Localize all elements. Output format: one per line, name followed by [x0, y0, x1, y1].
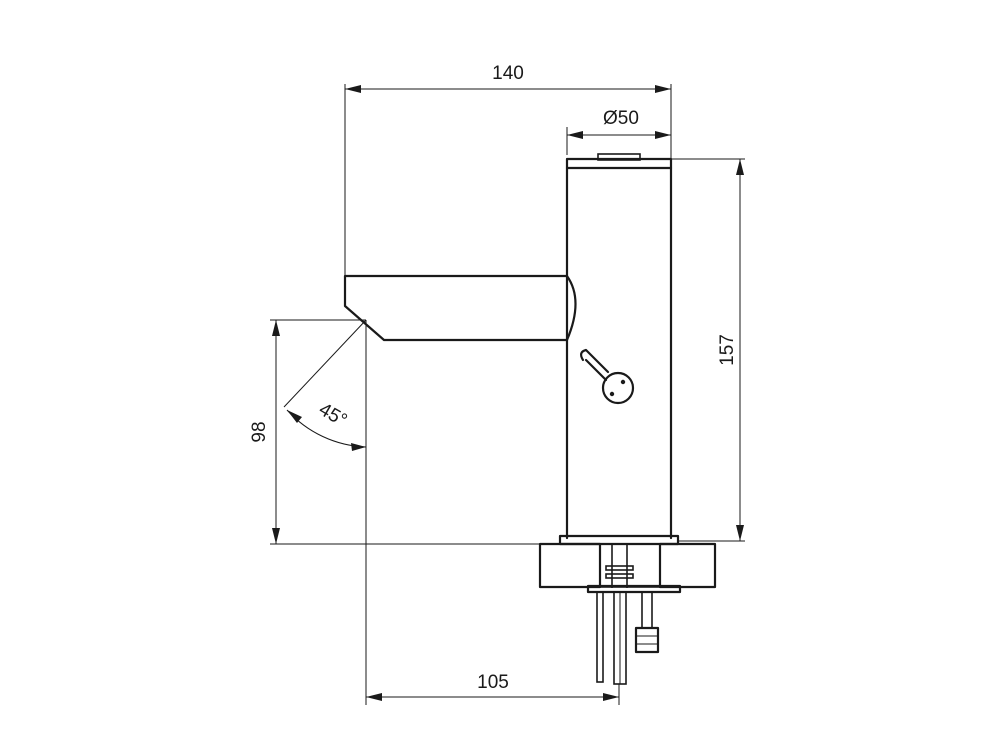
dimension-spout-angle: 45°	[283, 319, 367, 451]
spout-height-label: 98	[249, 421, 270, 442]
spout-reach-label: 105	[477, 672, 509, 693]
lever-knob	[601, 371, 635, 405]
dimension-spout-height: 98	[249, 319, 540, 545]
dimension-spout-reach: 105	[366, 672, 620, 705]
faucet-body	[558, 153, 680, 546]
dimension-overall-width: 140	[344, 63, 672, 276]
overall-height-label: 157	[717, 334, 738, 366]
dimension-body-diameter: Ø50	[566, 108, 671, 155]
mounting-hardware	[586, 544, 682, 685]
supply-hose	[641, 591, 653, 629]
top-cap	[565, 157, 673, 170]
overall-width-label: 140	[492, 63, 524, 84]
control-lever	[579, 348, 635, 405]
dimension-overall-height: 157	[671, 158, 745, 542]
spout	[343, 274, 577, 342]
body-diameter-label: Ø50	[603, 108, 639, 129]
spout-angle-label: 45°	[315, 399, 350, 432]
top-cap-button	[597, 153, 641, 161]
supply-pipe-left	[596, 591, 604, 683]
base-ring	[558, 534, 680, 546]
